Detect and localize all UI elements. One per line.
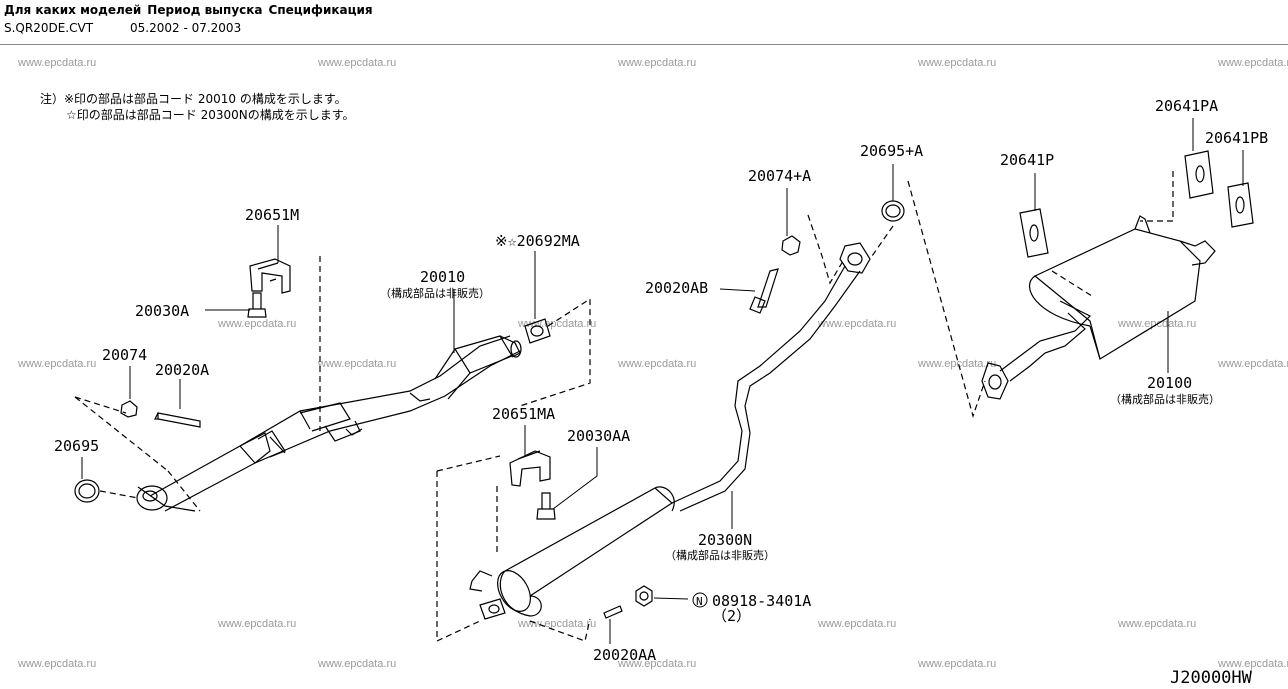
bolt-20030A-icon [247, 292, 267, 318]
mount-20641PA-icon [1184, 150, 1214, 199]
note-line-2: ☆印の部品は部品コード 20300Nの構成を示します。 [66, 107, 355, 122]
watermark: www.epcdata.ru [1217, 358, 1288, 370]
watermark: www.epcdata.ru [1217, 57, 1288, 69]
label-20030AA: 20030AA [567, 427, 630, 445]
label-20641PA: 20641PA [1155, 97, 1218, 115]
label-20010-note: （構成部品は非販売） [380, 286, 490, 300]
watermark: www.epcdata.ru [617, 358, 696, 370]
label-08918-qty: （2） [712, 607, 751, 625]
label-20100: 20100 [1147, 374, 1192, 392]
label-20651M: 20651M [245, 206, 299, 224]
gasket-20695-icon [74, 479, 100, 503]
header-col-period: Период выпуска [147, 3, 263, 17]
watermark: www.epcdata.ru [17, 658, 96, 670]
period-value: 05.2002 - 07.2003 [130, 21, 242, 35]
stud-20020AA-icon [603, 605, 623, 619]
nut-08918-icon [635, 585, 653, 607]
header-col-models: Для каких моделей [4, 3, 142, 17]
watermark: www.epcdata.ru [617, 57, 696, 69]
watermark: www.epcdata.ru [917, 57, 996, 69]
nut-20074-icon [120, 400, 138, 418]
watermark: www.epcdata.ru [317, 57, 396, 69]
watermark: www.epcdata.ru [517, 618, 596, 630]
watermark: www.epcdata.ru [917, 658, 996, 670]
watermark: www.epcdata.ru [217, 618, 296, 630]
label-20641P: 20641P [1000, 151, 1054, 169]
stud-20020AB-icon [749, 268, 779, 314]
watermark: www.epcdata.ru [317, 358, 396, 370]
header: Для каких моделей Период выпуска Специфика… [0, 0, 1288, 44]
gasket-20692MA-icon [524, 318, 551, 344]
note-line-1: 注）※印の部品は部品コード 20010 の構成を示します。 [40, 91, 347, 106]
label-20692MA: ※☆20692MA [495, 232, 580, 250]
watermark: www.epcdata.ru [217, 318, 296, 330]
header-col-spec: Спецификация [268, 3, 373, 17]
label-20010: 20010 [420, 268, 465, 286]
mount-20641P-icon [1019, 208, 1049, 258]
watermark: www.epcdata.ru [517, 318, 596, 330]
bolt-20030AA-icon [536, 492, 556, 520]
label-08918-3401A: 08918-3401A [712, 592, 811, 610]
watermark: www.epcdata.ru [17, 358, 96, 370]
n-mark-letter: N [696, 595, 703, 608]
bracket-20651M-icon [249, 258, 291, 294]
watermark: www.epcdata.ru [917, 358, 996, 370]
watermark: www.epcdata.ru [817, 318, 896, 330]
watermark: www.epcdata.ru [817, 618, 896, 630]
n-mark-icon [692, 592, 708, 608]
diagram-code: J20000HW [1170, 668, 1253, 685]
gasket-20695A-icon [881, 200, 905, 222]
main-muffler-20100 [981, 215, 1216, 400]
label-20641PB: 20641PB [1205, 129, 1268, 147]
header-columns: Для каких моделей Период выпуска Специфика… [4, 3, 379, 17]
watermark: www.epcdata.ru [617, 658, 696, 670]
label-20020AA: 20020AA [593, 646, 656, 664]
bracket-20651MA-icon [509, 450, 551, 487]
label-20100-note: （構成部品は非販売） [1110, 392, 1220, 406]
watermark: www.epcdata.ru [1117, 618, 1196, 630]
label-20695: 20695 [54, 437, 99, 455]
label-20020AB: 20020AB [645, 279, 708, 297]
parts-diagram-panel: www.epcdata.ru www.epcdata.ru www.epcdat… [0, 44, 1288, 688]
label-20074: 20074 [102, 346, 147, 364]
label-20300N-note: （構成部品は非販売） [665, 548, 775, 562]
center-muffler-20300N [469, 242, 871, 620]
label-20651MA: 20651MA [492, 405, 555, 423]
watermark: www.epcdata.ru [317, 658, 396, 670]
label-20074A: 20074+A [748, 167, 811, 185]
stud-20020A-icon [154, 412, 201, 428]
label-20300N: 20300N [698, 531, 752, 549]
label-20695A: 20695+A [860, 142, 923, 160]
watermark: www.epcdata.ru [17, 57, 96, 69]
watermark: www.epcdata.ru [1217, 658, 1288, 670]
nut-20074A-icon [781, 235, 801, 256]
model-value: S.QR20DE.CVT [4, 21, 94, 35]
exhaust-diagram: www.epcdata.ru www.epcdata.ru www.epcdat… [17, 57, 1288, 688]
label-20020A: 20020A [155, 361, 209, 379]
mount-20641PB-icon [1227, 182, 1254, 228]
label-20030A: 20030A [135, 302, 189, 320]
front-tube-catalyst [136, 335, 522, 512]
